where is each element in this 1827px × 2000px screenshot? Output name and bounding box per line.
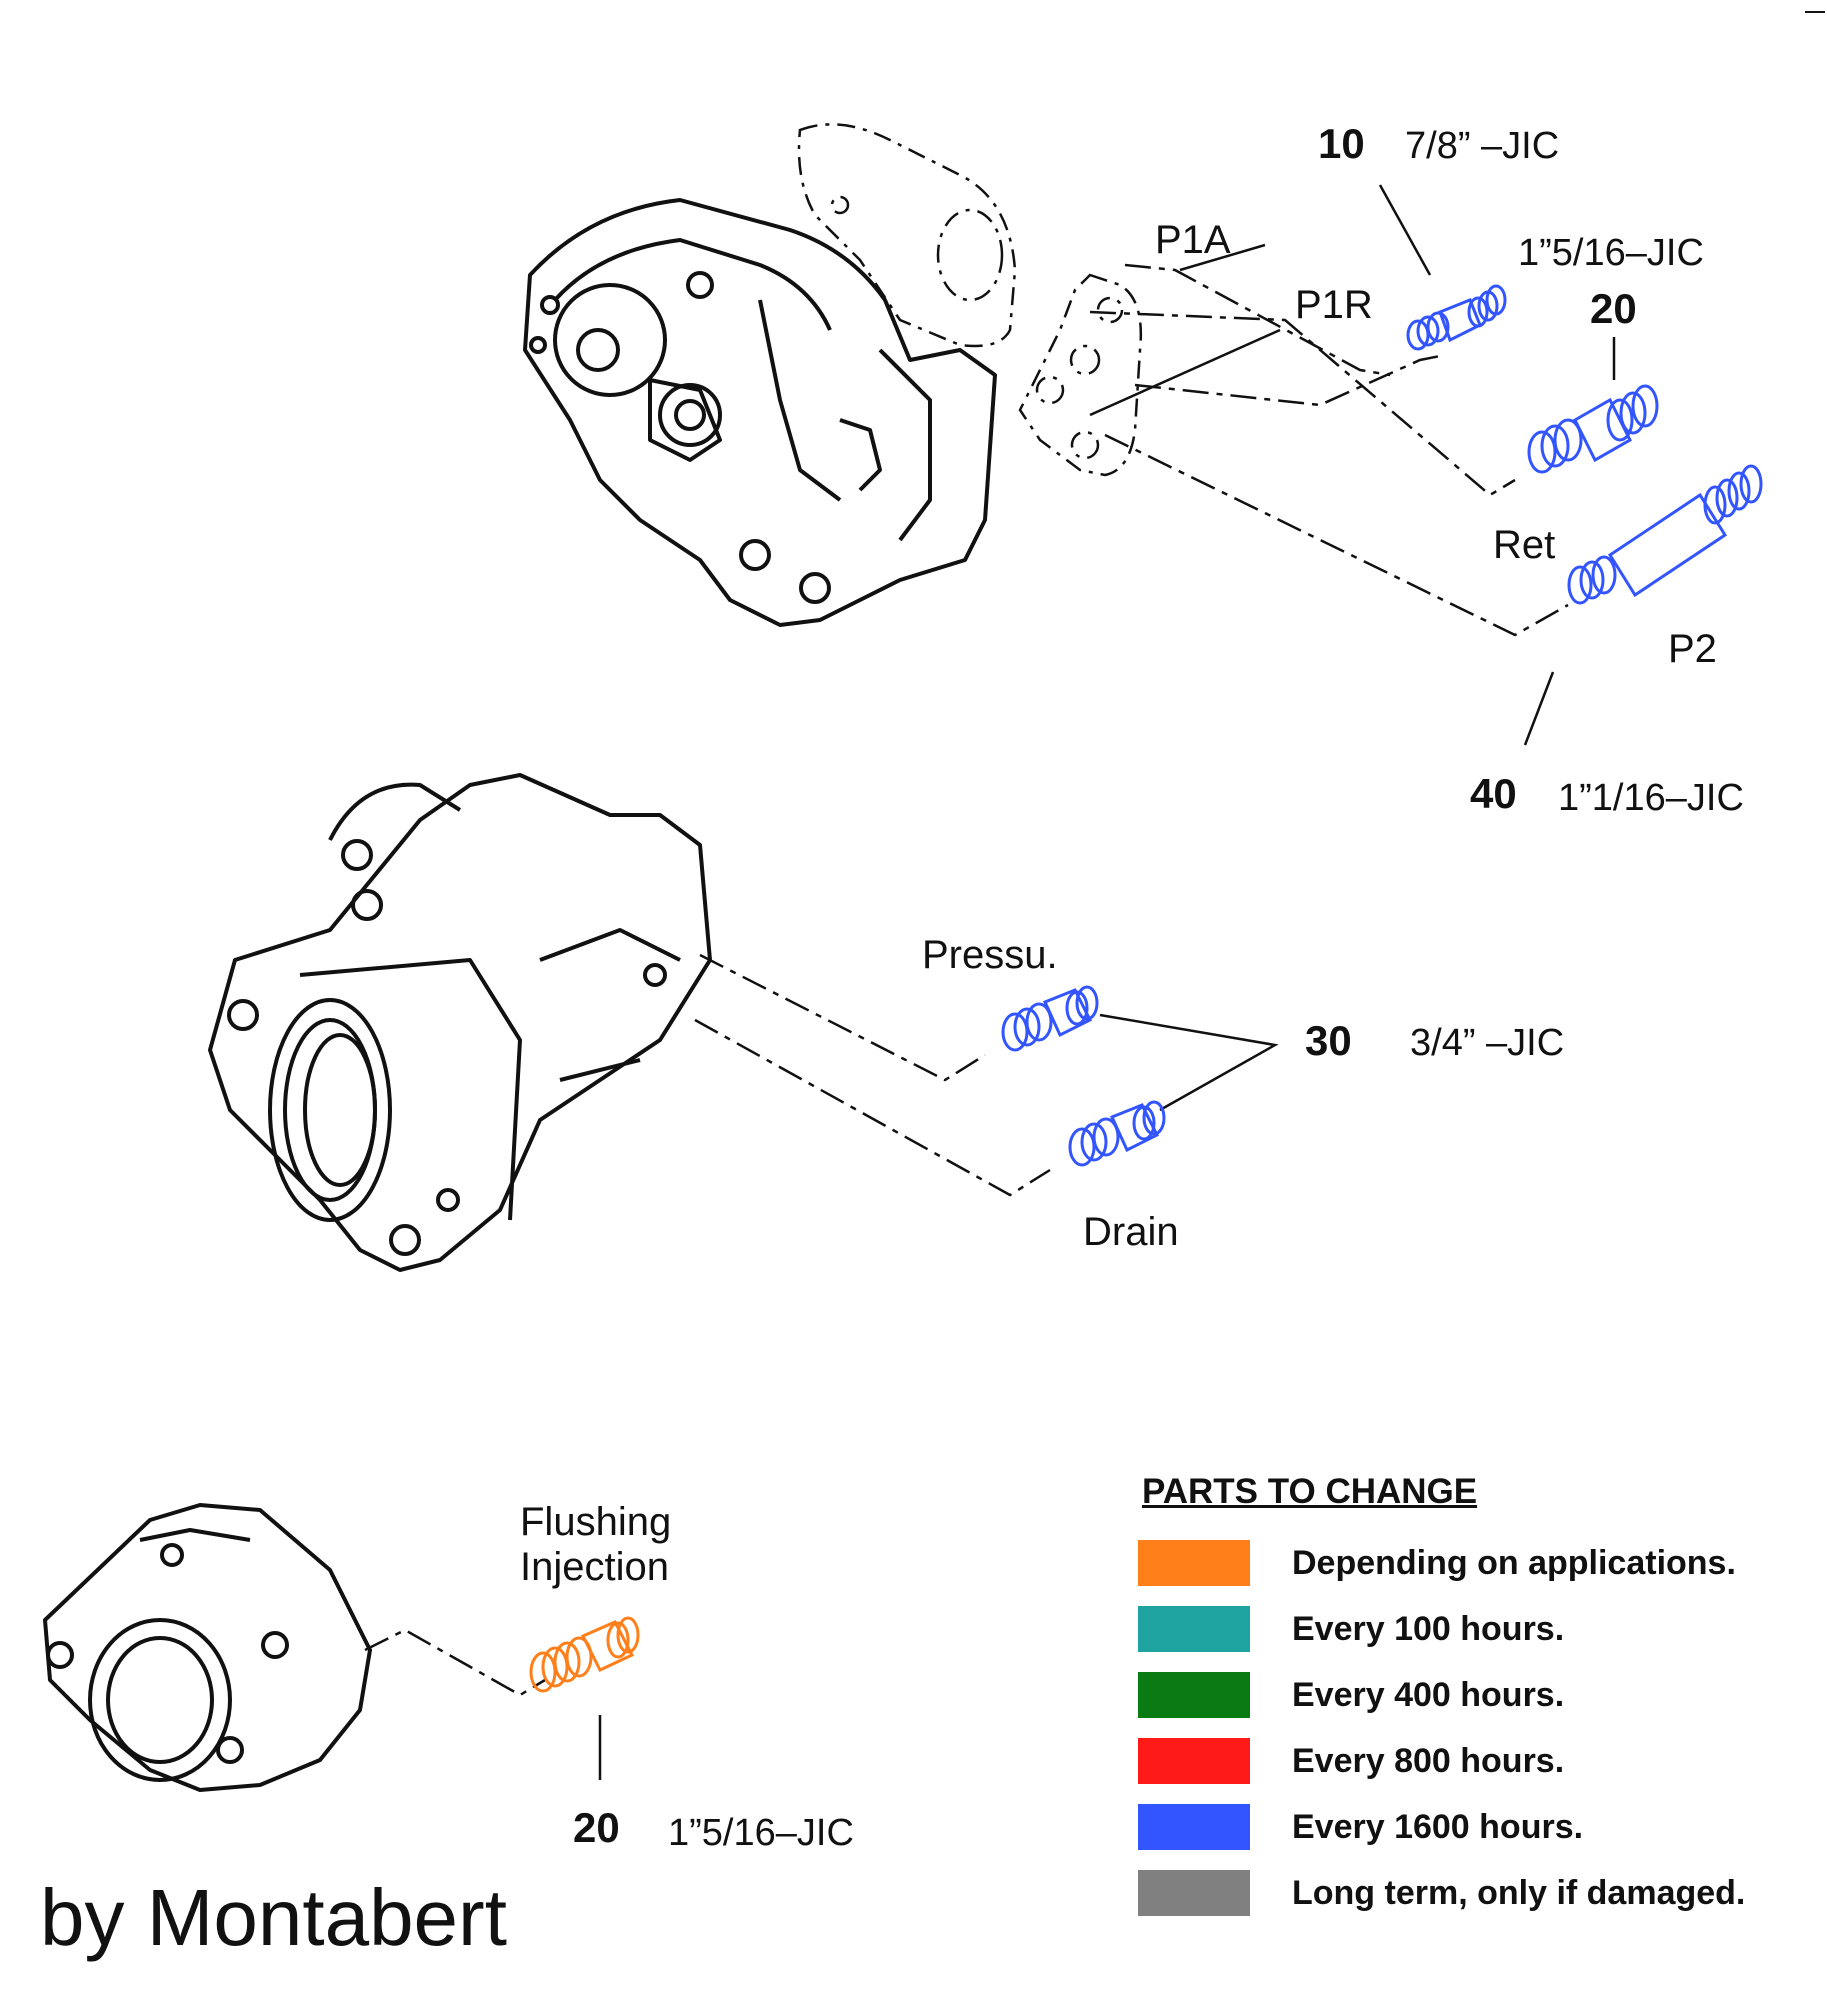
middle-motor-housing [208,773,712,1272]
label-p2: P2 [1668,627,1717,671]
legend-swatch [1138,1540,1250,1586]
top-leader-lines [1089,184,1616,746]
legend-swatch [1138,1672,1250,1718]
callout-20-number: 20 [1590,285,1637,332]
legend-item: Depending on applications. [1138,1530,1798,1596]
fitting-10-blue [1406,284,1507,351]
legend-item: Long term, only if damaged. [1138,1860,1798,1926]
legend-swatch [1138,1606,1250,1652]
label-pressure: Pressu. [922,933,1058,977]
legend-swatch [1138,1738,1250,1784]
legend-label: Every 400 hours. [1292,1675,1565,1714]
label-flushing: Flushing [520,1500,671,1544]
legend-label: Depending on applications. [1292,1543,1736,1582]
callout-30-number: 30 [1305,1017,1352,1064]
label-drain: Drain [1083,1210,1179,1254]
callout-10-spec: 7/8” –JIC [1405,125,1559,167]
bottom-flushing-housing [43,1503,372,1792]
fitting-30-drain-blue [1068,1100,1166,1167]
top-gasket [797,123,1142,477]
credit-text: by Montabert [40,1873,507,1962]
callout-20-flushing-spec: 1”5/16–JIC [668,1812,854,1854]
legend-item: Every 800 hours. [1138,1728,1798,1794]
fitting-30-pressure-blue [1001,985,1099,1052]
label-injection: Injection [520,1545,669,1589]
fitting-20-blue [1527,384,1659,474]
label-p1a: P1A [1155,218,1231,262]
legend-item: Every 400 hours. [1138,1662,1798,1728]
parts-to-change-legend: PARTS TO CHANGE Depending on application… [1138,1472,1798,1926]
legend-swatch [1138,1804,1250,1850]
fitting-40-blue [1567,464,1763,605]
legend-item: Every 100 hours. [1138,1596,1798,1662]
label-p1r: P1R [1295,283,1373,327]
legend-label: Every 100 hours. [1292,1609,1565,1648]
fitting-20-flushing-orange [529,1616,640,1693]
callout-20-flushing-number: 20 [573,1804,620,1851]
middle-leader-lines [694,953,1279,1197]
legend-swatch [1138,1870,1250,1916]
legend-label: Every 800 hours. [1292,1741,1565,1780]
top-pump-housing [523,198,997,627]
legend-label: Long term, only if damaged. [1292,1873,1746,1912]
legend-label: Every 1600 hours. [1292,1807,1584,1846]
callout-40-number: 40 [1470,770,1517,817]
callout-20-spec: 1”5/16–JIC [1518,232,1704,274]
legend-item: Every 1600 hours. [1138,1794,1798,1860]
legend-title: PARTS TO CHANGE [1142,1472,1478,1511]
bottom-leader-lines [364,1628,602,1780]
label-ret: Ret [1493,523,1555,567]
callout-10-number: 10 [1318,120,1365,167]
callout-30-spec: 3/4” –JIC [1410,1022,1564,1064]
callout-40-spec: 1”1/16–JIC [1558,777,1744,819]
